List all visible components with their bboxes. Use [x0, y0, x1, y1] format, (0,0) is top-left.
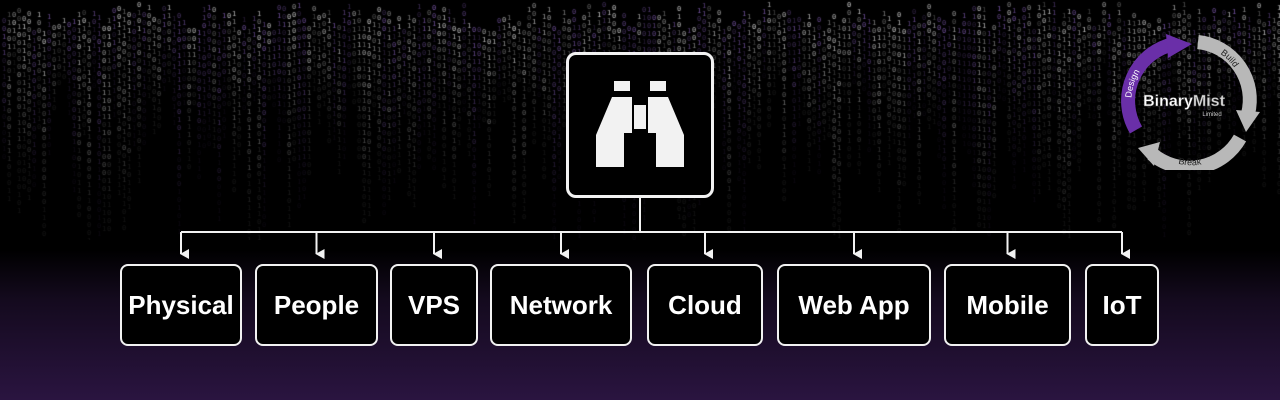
- logo-wordmark-part1: Binary: [1143, 93, 1193, 110]
- node-cloud: Cloud: [647, 264, 763, 346]
- node-label: IoT: [1102, 289, 1142, 320]
- node-people: People: [255, 264, 378, 346]
- node-label: Network: [509, 289, 613, 320]
- node-label: People: [273, 289, 360, 320]
- build-arc: [1196, 35, 1257, 116]
- logo-wordmark: BinaryMist: [1143, 93, 1225, 110]
- logo-wordmark-part2: Mist: [1193, 93, 1226, 110]
- root-recon-box: [566, 52, 714, 198]
- node-iot: IoT: [1085, 264, 1159, 346]
- break-arrowhead: [1138, 142, 1160, 166]
- node-physical: Physical: [120, 264, 242, 346]
- node-web-app: Web App: [777, 264, 931, 346]
- break-arc: [1147, 134, 1247, 170]
- binarymist-logo: Design Build Break BinaryMist Limited: [1121, 34, 1260, 170]
- node-label: Mobile: [966, 289, 1049, 320]
- node-vps: VPS: [390, 264, 478, 346]
- binoculars-icon: [596, 81, 684, 167]
- node-label: Physical: [128, 289, 234, 320]
- node-label: VPS: [407, 289, 461, 320]
- break-arc-label: Break: [1178, 156, 1203, 167]
- design-arc-label: Design: [1123, 67, 1141, 98]
- node-mobile: Mobile: [944, 264, 1071, 346]
- build-arrowhead: [1236, 110, 1260, 132]
- node-label: Web App: [798, 289, 910, 320]
- design-arrowhead: [1166, 34, 1192, 58]
- logo-subtitle: Limited: [1202, 112, 1221, 118]
- node-network: Network: [490, 264, 632, 346]
- design-arc: [1121, 37, 1176, 134]
- node-label: Cloud: [668, 289, 742, 320]
